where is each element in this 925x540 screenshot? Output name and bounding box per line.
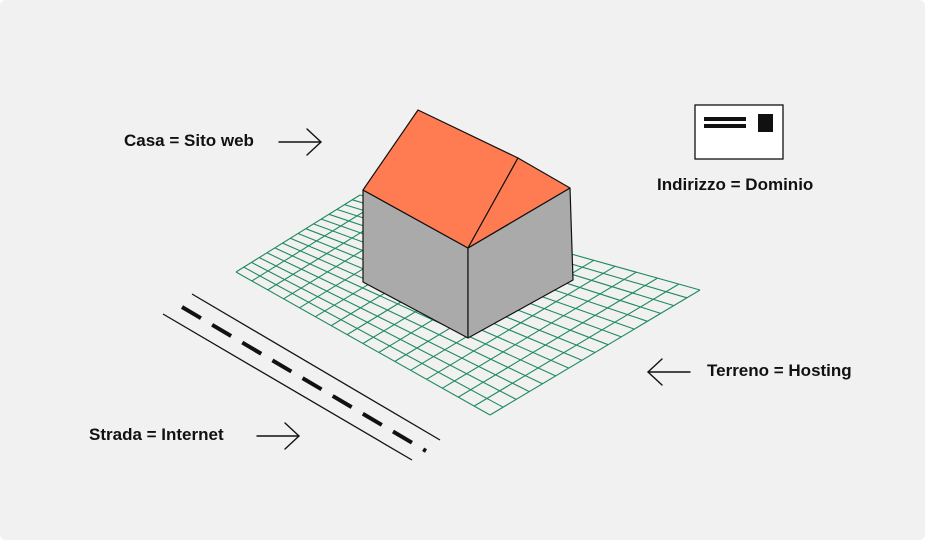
arrow-right-icon-internet: [256, 422, 300, 450]
grid-line: [266, 252, 543, 385]
label-address-domain: Indirizzo = Dominio: [657, 175, 814, 194]
grid-line: [426, 265, 616, 380]
grid-line: [489, 289, 701, 416]
grid-line: [251, 261, 517, 400]
arrow-left-icon-hosting: [647, 358, 691, 386]
house-roof-side: [467, 157, 571, 249]
envelope-icon: [694, 104, 784, 160]
label-house-website: Casa = Sito web: [124, 131, 254, 150]
label-road-internet: Strada = Internet: [89, 425, 224, 444]
grid-line: [458, 277, 658, 398]
arrow-right-icon-house: [278, 128, 322, 156]
label-land-hosting: Terreno = Hosting: [707, 361, 852, 380]
road-icon: [162, 293, 441, 461]
grid-line: [442, 271, 637, 389]
grid-line: [473, 283, 680, 407]
grid-line: [259, 257, 530, 393]
grid-line: [274, 247, 556, 377]
grid-line: [243, 266, 504, 408]
grid-line: [235, 271, 491, 416]
house-icon: [362, 109, 574, 339]
